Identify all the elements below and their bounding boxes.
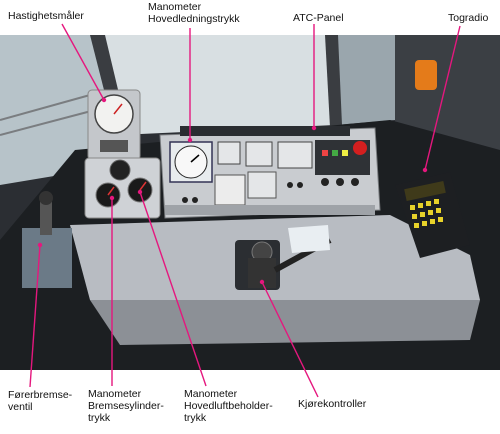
callout-speedometer-dot	[101, 97, 107, 103]
callout-brake-cylinder-gauge-dot	[109, 195, 115, 201]
label-main-reservoir-gauge: Manometer Hovedluftbeholder- trykk	[184, 388, 273, 424]
callout-brake-valve	[29, 244, 41, 388]
callout-main-reservoir-gauge-dot	[137, 189, 143, 195]
label-atc-panel: ATC-Panel	[293, 12, 344, 24]
callout-brake-valve-dot	[37, 242, 43, 248]
callout-main-reservoir-gauge	[139, 191, 207, 387]
cab-photo	[0, 35, 500, 370]
callout-train-radio-dot	[422, 167, 428, 173]
callout-main-line-gauge-dot	[187, 137, 193, 143]
callout-speedometer	[61, 23, 105, 101]
label-speedometer: Hastighetsmåler	[8, 10, 84, 22]
label-train-radio: Togradio	[448, 12, 489, 24]
callout-train-radio	[424, 25, 461, 171]
label-brake-cylinder-gauge: Manometer Bremsesylinder- trykk	[88, 388, 164, 424]
callout-drive-controller	[261, 281, 319, 398]
label-brake-valve: Førerbremse- ventil	[8, 389, 73, 413]
callout-atc-panel-dot	[311, 125, 317, 131]
label-main-line-gauge: Manometer Hovedledningstrykk	[148, 1, 240, 25]
callout-drive-controller-dot	[259, 279, 265, 285]
label-drive-controller: Kjørekontroller	[298, 398, 367, 410]
